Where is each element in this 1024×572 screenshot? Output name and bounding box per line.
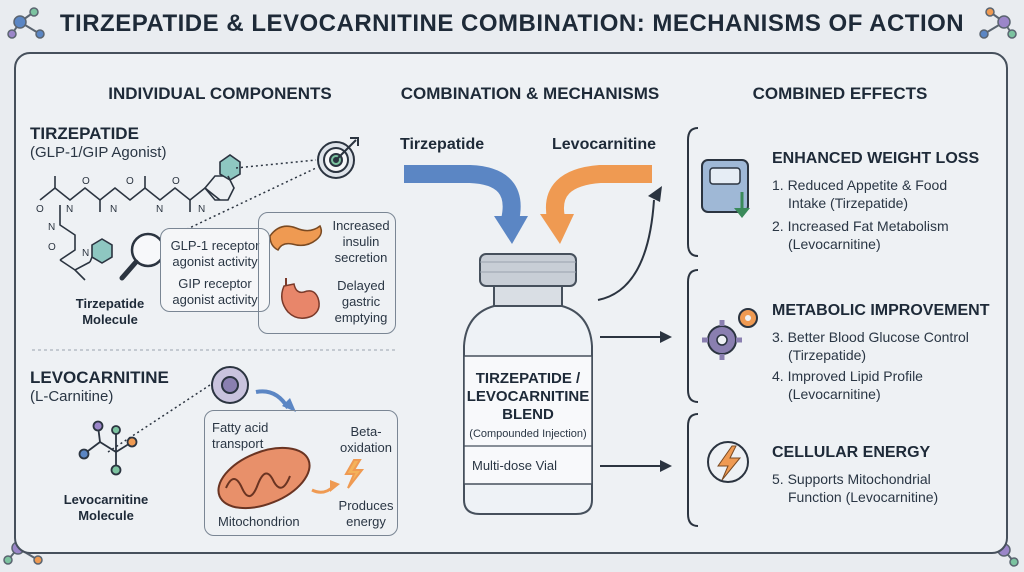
vial-line-1: TIRZEPATIDE / — [475, 370, 581, 387]
effect-item: Intake (Tirzepatide) — [788, 195, 909, 211]
arrow-label-tirzepatide: Tirzepatide — [400, 136, 485, 153]
lightning-icon — [707, 441, 749, 483]
column-header-individual: INDIVIDUAL COMPONENTS — [108, 84, 332, 103]
levocarnitine-name: LEVOCARNITINE — [30, 368, 169, 387]
levocarnitine-subtitle: (L-Carnitine) — [30, 388, 114, 405]
column-header-combination: COMBINATION & MECHANISMS — [400, 84, 660, 103]
effect-item: (Levocarnitine) — [788, 386, 881, 402]
gears-icon — [702, 308, 758, 360]
effect-item: 2. Increased Fat Metabolism — [772, 218, 949, 234]
gastric-text: Delayed gastric emptying — [334, 278, 388, 325]
tirzepatide-molecule-icon — [39, 154, 241, 281]
arrow-label-levocarnitine: Levocarnitine — [552, 136, 657, 153]
column-header-effects: COMBINED EFFECTS — [752, 84, 928, 103]
pancreas-icon — [269, 224, 323, 252]
mitochondrion-text: Mitochondrion — [218, 514, 300, 529]
effect-item: Function (Levocarnitine) — [788, 489, 939, 505]
effect-item: 1. Reduced Appetite & Food — [772, 177, 948, 193]
mitochondria-box — [204, 410, 398, 536]
receptor-activity-box — [160, 228, 270, 312]
svg-text:N: N — [156, 204, 163, 215]
svg-text:O: O — [126, 176, 134, 187]
insulin-text: Increased insulin secretion — [332, 218, 390, 265]
tirzepatide-molecule-label: Tirzepatide Molecule — [75, 296, 145, 327]
mitochondrion-icon — [217, 446, 311, 510]
magnifier-icon — [119, 232, 166, 281]
effect-item: 4. Improved Lipid Profile — [772, 368, 923, 384]
svg-text:N: N — [198, 204, 205, 215]
target-icon — [317, 137, 359, 179]
effect-item: (Tirzepatide) — [788, 347, 867, 363]
levocarnitine-molecule-label: Levocarnitine Molecule — [63, 492, 149, 523]
vial-type: Multi-dose Vial — [472, 458, 558, 473]
energy-text: Produces energy — [338, 498, 394, 529]
effects-mini-box — [258, 212, 396, 334]
svg-text:N: N — [110, 204, 117, 215]
stomach-icon — [281, 278, 320, 319]
svg-text:N: N — [66, 204, 73, 215]
effect-heading-cellular: CELLULAR ENERGY — [772, 444, 931, 461]
vial-line-3: BLEND — [502, 406, 554, 423]
effect-heading-metabolic: METABOLIC IMPROVEMENT — [772, 302, 990, 319]
page-title: TIRZEPATIDE & LEVOCARNITINE COMBINATION:… — [59, 10, 965, 37]
glp1-activity-text: GLP-1 receptor agonist activity — [170, 238, 260, 269]
vial-note: (Compounded Injection) — [469, 428, 587, 440]
svg-text:N: N — [48, 222, 55, 233]
effect-heading-weight-loss: ENHANCED WEIGHT LOSS — [772, 150, 980, 167]
svg-text:N: N — [82, 248, 89, 259]
fatty-acid-text: Fatty acid transport — [212, 420, 269, 451]
vial-icon — [463, 253, 593, 515]
tirzepatide-name: TIRZEPATIDE — [30, 124, 139, 143]
effect-item: (Levocarnitine) — [788, 236, 881, 252]
svg-text:O: O — [36, 204, 44, 215]
effect-item: 3. Better Blood Glucose Control — [772, 329, 969, 345]
beta-oxidation-text: Beta-oxidation — [339, 424, 393, 455]
svg-text:O: O — [172, 176, 180, 187]
tirzepatide-subtitle: (GLP-1/GIP Agonist) — [30, 144, 167, 161]
energy-spark-icon — [344, 459, 365, 489]
gip-activity-text: GIP receptor agonist activity — [172, 276, 258, 307]
effect-item: 5. Supports Mitochondrial — [772, 471, 931, 487]
cell-icon — [211, 366, 249, 404]
svg-text:O: O — [82, 176, 90, 187]
levocarnitine-molecule-icon — [78, 420, 138, 476]
scale-icon — [701, 159, 750, 218]
svg-text:O: O — [48, 242, 56, 253]
vial-line-2: LEVOCARNITINE — [466, 388, 590, 405]
